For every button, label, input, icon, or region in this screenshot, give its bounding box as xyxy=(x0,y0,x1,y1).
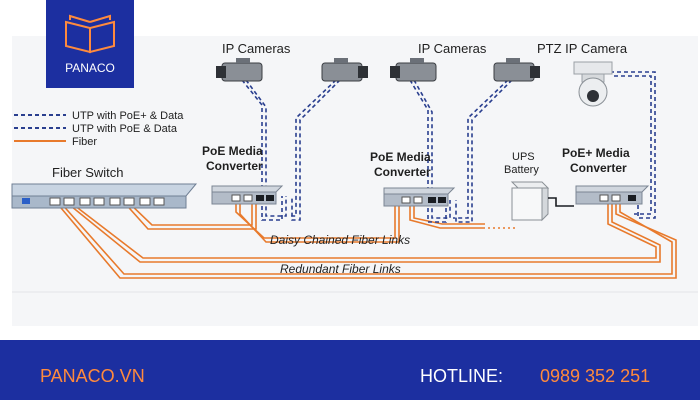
utp-cam3 xyxy=(409,79,447,223)
utp-ptzb xyxy=(614,75,652,215)
poe-media-converter-1 xyxy=(211,185,284,205)
logo-text: PANACO xyxy=(65,61,115,75)
fiber-c2-stub-b xyxy=(413,204,485,225)
utp-cam2b xyxy=(289,79,337,217)
legend: UTP with PoE+ & Data UTP with PoE & Data… xyxy=(14,110,184,148)
converter-3-label-line1: PoE+ Media xyxy=(562,146,630,160)
footer-site[interactable]: PANACO.VN xyxy=(40,366,145,386)
camera-4 xyxy=(493,58,540,82)
camera-3 xyxy=(390,58,437,82)
fiber-daisy-2b xyxy=(239,202,400,243)
utp-cam2 xyxy=(291,79,341,221)
fiber-redundant-1b xyxy=(69,201,657,259)
fiber-c2-stub-a xyxy=(409,204,485,229)
utp-ptz xyxy=(610,71,656,219)
footer-hotline-number[interactable]: 0989 352 251 xyxy=(540,366,650,386)
converter-1-label-line2: Converter xyxy=(206,159,263,173)
fiber-daisy-1b xyxy=(121,199,257,230)
fiber-daisy-1a xyxy=(125,199,253,226)
footer-hotline-label: HOTLINE: xyxy=(420,366,503,386)
poe-media-converter-2 xyxy=(383,187,456,207)
converter-2-label-line1: PoE Media xyxy=(370,150,431,164)
daisy-chain-label: Daisy Chained Fiber Links xyxy=(270,233,410,247)
brand-logo: PANACO xyxy=(46,0,134,88)
converter-3-label-line2: Converter xyxy=(570,161,627,175)
utp-cables xyxy=(241,71,656,223)
fiber-redundant-2a xyxy=(55,201,677,279)
ptz-camera xyxy=(573,61,613,107)
ip-cameras-label-2: IP Cameras xyxy=(418,41,487,56)
fiber-switch-label: Fiber Switch xyxy=(52,165,124,180)
ups-label-line2: Battery xyxy=(504,164,539,176)
footer-bar xyxy=(0,340,700,400)
legend-label-fiber: Fiber xyxy=(72,136,97,148)
camera-1 xyxy=(216,58,263,82)
ups-label-line1: UPS xyxy=(512,151,535,163)
utp-cam1 xyxy=(241,79,283,221)
legend-label-poe: UTP with PoE & Data xyxy=(72,123,178,135)
utp-cam4 xyxy=(455,79,513,223)
ip-cameras-label-1: IP Cameras xyxy=(222,41,291,56)
fiber-redundant-2b xyxy=(59,201,673,275)
legend-label-poeplus: UTP with PoE+ & Data xyxy=(72,110,184,122)
converter-2-label-line2: Converter xyxy=(374,165,431,179)
utp-cam1b xyxy=(245,79,287,217)
fiber-redundant-1a xyxy=(65,201,661,263)
ups-battery xyxy=(510,181,574,222)
poe-plus-media-converter xyxy=(575,185,650,205)
utp-cam4b xyxy=(453,79,509,219)
fiber-switch xyxy=(11,183,198,209)
fiber-daisy-2a xyxy=(235,202,396,239)
utp-cam3b xyxy=(413,79,451,219)
ptz-camera-label: PTZ IP Camera xyxy=(537,41,628,56)
open-book-icon xyxy=(65,14,115,54)
camera-2 xyxy=(321,58,368,82)
converter-1-label-line1: PoE Media xyxy=(202,144,263,158)
redundant-links-label: Redundant Fiber Links xyxy=(280,262,401,276)
fiber-links xyxy=(55,199,677,279)
